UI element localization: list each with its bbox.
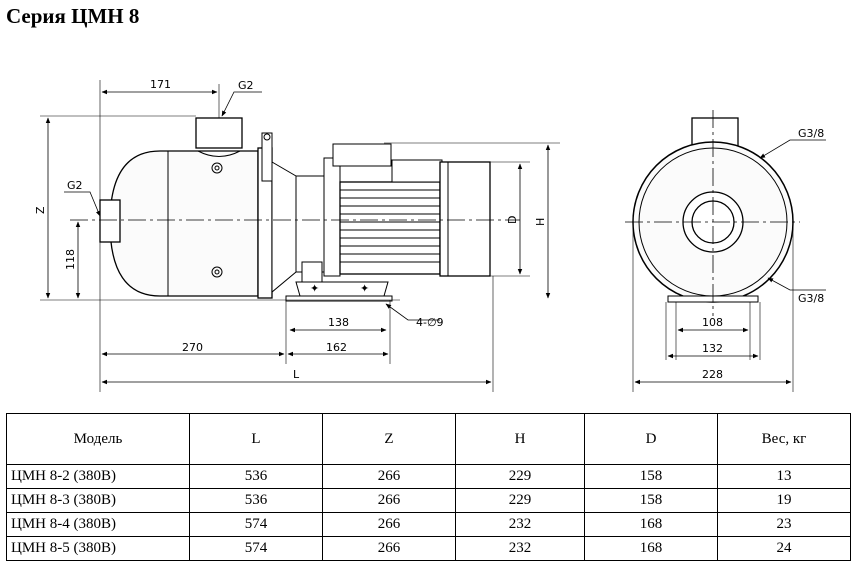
specifications-table: Модель L Z H D Вес, кг ЦМН 8-2 (380В) 53… xyxy=(6,413,851,561)
outlet-flange-top xyxy=(195,117,243,149)
pump-side-view: ✦ ✦ xyxy=(99,117,491,302)
label-g2-top: G2 xyxy=(238,79,254,92)
header-l: L xyxy=(189,413,323,465)
cell-weight: 24 xyxy=(717,536,851,561)
label-g38-bottom: G3/8 xyxy=(798,292,824,305)
cell-weight: 13 xyxy=(717,464,851,489)
motor-body xyxy=(323,157,341,277)
cell-l: 536 xyxy=(189,464,323,489)
cell-z: 266 xyxy=(322,512,456,537)
pump-housing xyxy=(109,150,259,297)
header-z: Z xyxy=(322,413,456,465)
cell-h: 229 xyxy=(455,464,585,489)
motor-cooling-fins xyxy=(340,189,440,263)
dim-108: 108 xyxy=(702,316,723,329)
svg-text:✦: ✦ xyxy=(310,282,319,295)
drain-plug-top xyxy=(211,162,223,174)
cell-l: 574 xyxy=(189,512,323,537)
cell-z: 266 xyxy=(322,536,456,561)
cell-model: ЦМН 8-2 (380В) xyxy=(6,464,190,489)
dim-138: 138 xyxy=(328,316,349,329)
cell-h: 229 xyxy=(455,488,585,513)
cell-model: ЦМН 8-3 (380В) xyxy=(6,488,190,513)
dim-162: 162 xyxy=(326,341,347,354)
cell-z: 266 xyxy=(322,488,456,513)
dim-270: 270 xyxy=(182,341,203,354)
table-row: ЦМН 8-2 (380В) 536 266 229 158 13 xyxy=(6,464,851,489)
inlet-flange-side xyxy=(99,199,121,243)
dim-d: D xyxy=(506,216,519,224)
dim-132: 132 xyxy=(702,342,723,355)
dim-228: 228 xyxy=(702,368,723,381)
label-g2-side: G2 xyxy=(67,179,83,192)
side-view-dimension-lines xyxy=(40,80,560,392)
label-holes: 4-∅9 xyxy=(416,316,444,329)
cell-h: 232 xyxy=(455,512,585,537)
motor-adapter xyxy=(271,161,297,294)
cell-weight: 23 xyxy=(717,512,851,537)
table-row: ЦМН 8-3 (380В) 536 266 229 158 19 xyxy=(6,488,851,513)
label-g38-top: G3/8 xyxy=(798,127,824,140)
dim-l: L xyxy=(293,368,300,381)
pump-dimension-drawing: ✦ ✦ 171 G2 G2 Z 118 D H 138 4-∅9 2 xyxy=(34,78,826,392)
table-header-row: Модель L Z H D Вес, кг xyxy=(6,413,851,465)
dim-171: 171 xyxy=(150,78,171,91)
cell-weight: 19 xyxy=(717,488,851,513)
svg-text:✦: ✦ xyxy=(360,282,369,295)
table-row: ЦМН 8-5 (380В) 574 266 232 168 24 xyxy=(6,536,851,561)
dim-118: 118 xyxy=(64,249,77,270)
cell-d: 168 xyxy=(584,512,718,537)
header-h: H xyxy=(455,413,585,465)
dim-z: Z xyxy=(34,206,47,214)
front-view-dimension-lines xyxy=(625,110,826,392)
cell-d: 168 xyxy=(584,536,718,561)
header-weight: Вес, кг xyxy=(717,413,851,465)
cell-l: 536 xyxy=(189,488,323,513)
cell-l: 574 xyxy=(189,536,323,561)
cell-model: ЦМН 8-5 (380В) xyxy=(6,536,190,561)
page-title: Серия ЦМН 8 xyxy=(6,4,140,28)
cell-z: 266 xyxy=(322,464,456,489)
cell-h: 232 xyxy=(455,536,585,561)
drain-plug-bottom xyxy=(211,266,223,278)
cell-model: ЦМН 8-4 (380В) xyxy=(6,512,190,537)
header-d: D xyxy=(584,413,718,465)
cell-d: 158 xyxy=(584,464,718,489)
dim-h: H xyxy=(534,218,547,226)
cell-d: 158 xyxy=(584,488,718,513)
table-row: ЦМН 8-4 (380В) 574 266 232 168 23 xyxy=(6,512,851,537)
header-model: Модель xyxy=(6,413,190,465)
